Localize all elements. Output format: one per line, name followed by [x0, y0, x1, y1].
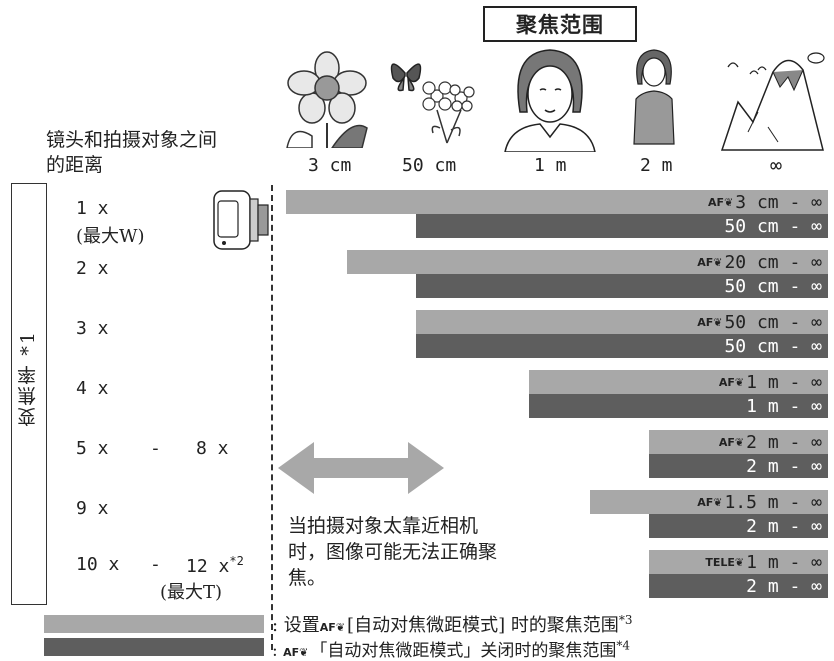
- range-bar-10x-normal: 2 m - ∞: [649, 574, 828, 598]
- zoom-level-5x-dash: -: [150, 438, 161, 459]
- distance-label-3cm: 3 cm: [308, 155, 352, 176]
- zoom-level-4x: 4 x: [76, 378, 109, 399]
- distance-label-50cm: 50 cm: [402, 155, 457, 176]
- range-bar-1x-normal: 50 cm - ∞: [416, 214, 828, 238]
- camera-icon: [213, 190, 269, 250]
- butterfly-flowers-icon: [390, 63, 475, 144]
- af-macro-icon: AF❦: [697, 495, 723, 509]
- zoom-level-10x-sub: (最大T): [160, 582, 223, 603]
- af-macro-icon: AF❦: [708, 195, 734, 209]
- legend-swatch-macro: [44, 615, 264, 633]
- mountain-icon: [720, 52, 825, 151]
- woman-portrait-icon: [504, 49, 596, 152]
- double-arrow-icon: [278, 442, 444, 494]
- zoom-level-3x: 3 x: [76, 318, 109, 339]
- woman-standing-icon: [633, 49, 675, 145]
- zoom-level-5x: 5 x: [76, 438, 109, 459]
- range-bar-5x-normal: 2 m - ∞: [649, 454, 828, 478]
- af-macro-icon: AF❦: [283, 646, 309, 659]
- distance-header-line2: 的距离: [46, 154, 104, 176]
- legend-text-macro: : 设置AF❦[自动对焦微距模式] 时的聚焦范围*3: [272, 613, 633, 636]
- af-macro-icon: AF❦: [718, 375, 745, 389]
- flower-icon: [286, 51, 368, 148]
- close-range-divider: [271, 185, 273, 650]
- range-bar-9x-macro: AF❦1.5 m - ∞: [590, 490, 828, 514]
- range-bar-4x-normal: 1 m - ∞: [529, 394, 828, 418]
- zoom-level-1x: 1 x: [76, 198, 109, 219]
- range-bar-3x-macro: AF❦50 cm - ∞: [416, 310, 828, 334]
- af-macro-icon: AF❦: [718, 435, 745, 449]
- zoom-level-1x-sub: (最大W): [76, 226, 145, 247]
- zoom-level-9x: 9 x: [76, 498, 109, 519]
- distance-label-infinity: ∞: [770, 153, 783, 177]
- range-bar-10x-macro: TELE❦1 m - ∞: [649, 550, 828, 574]
- zoom-level-8x: 8 x: [196, 438, 229, 459]
- warning-line1: 当拍摄对象太靠近相机: [288, 515, 479, 537]
- legend-text-normal: : AF❦「自动对焦微距模式」关闭时的聚焦范围*4: [272, 638, 631, 661]
- af-macro-icon: AF❦: [697, 255, 723, 269]
- zoom-level-10x: 10 x: [76, 554, 120, 575]
- warning-line3: 焦。: [288, 567, 327, 589]
- range-bar-1x-macro: AF❦3 cm - ∞: [286, 190, 828, 214]
- zoom-level-12x: 12 x*2: [186, 554, 244, 577]
- distance-header-line1: 镜头和拍摄对象之间: [46, 129, 218, 151]
- range-bar-2x-normal: 50 cm - ∞: [416, 274, 828, 298]
- range-bar-3x-normal: 50 cm - ∞: [416, 334, 828, 358]
- distance-label-2m: 2 m: [640, 155, 673, 176]
- zoom-axis-label: 变焦率 *1: [17, 330, 39, 427]
- zoom-level-10x-dash: -: [150, 554, 161, 575]
- page-title: 聚焦范围: [483, 6, 637, 42]
- distance-label-1m: 1 m: [534, 155, 567, 176]
- zoom-axis-box: [11, 183, 47, 605]
- af-macro-icon: AF❦: [697, 315, 723, 329]
- range-bar-4x-macro: AF❦1 m - ∞: [529, 370, 828, 394]
- warning-line2: 时，图像可能无法正确聚: [288, 541, 498, 563]
- range-bar-5x-macro: AF❦2 m - ∞: [649, 430, 828, 454]
- tele-macro-icon: TELE❦: [705, 555, 745, 569]
- zoom-level-2x: 2 x: [76, 258, 109, 279]
- range-bar-9x-normal: 2 m - ∞: [649, 514, 828, 538]
- af-macro-icon: AF❦: [319, 621, 346, 634]
- legend-swatch-normal: [44, 638, 264, 656]
- range-bar-2x-macro: AF❦20 cm - ∞: [347, 250, 828, 274]
